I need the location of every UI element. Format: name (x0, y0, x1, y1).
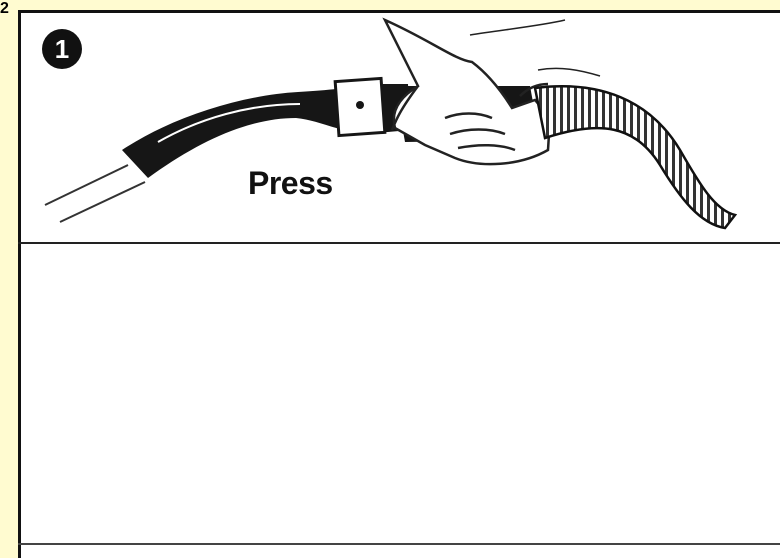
step-1-badge: 1 (42, 29, 82, 69)
corrugated-hose (535, 86, 735, 228)
hose-handle (122, 78, 410, 178)
wand-tube (45, 165, 145, 222)
step-1-number: 1 (55, 34, 69, 64)
press-label: Press (248, 165, 333, 202)
